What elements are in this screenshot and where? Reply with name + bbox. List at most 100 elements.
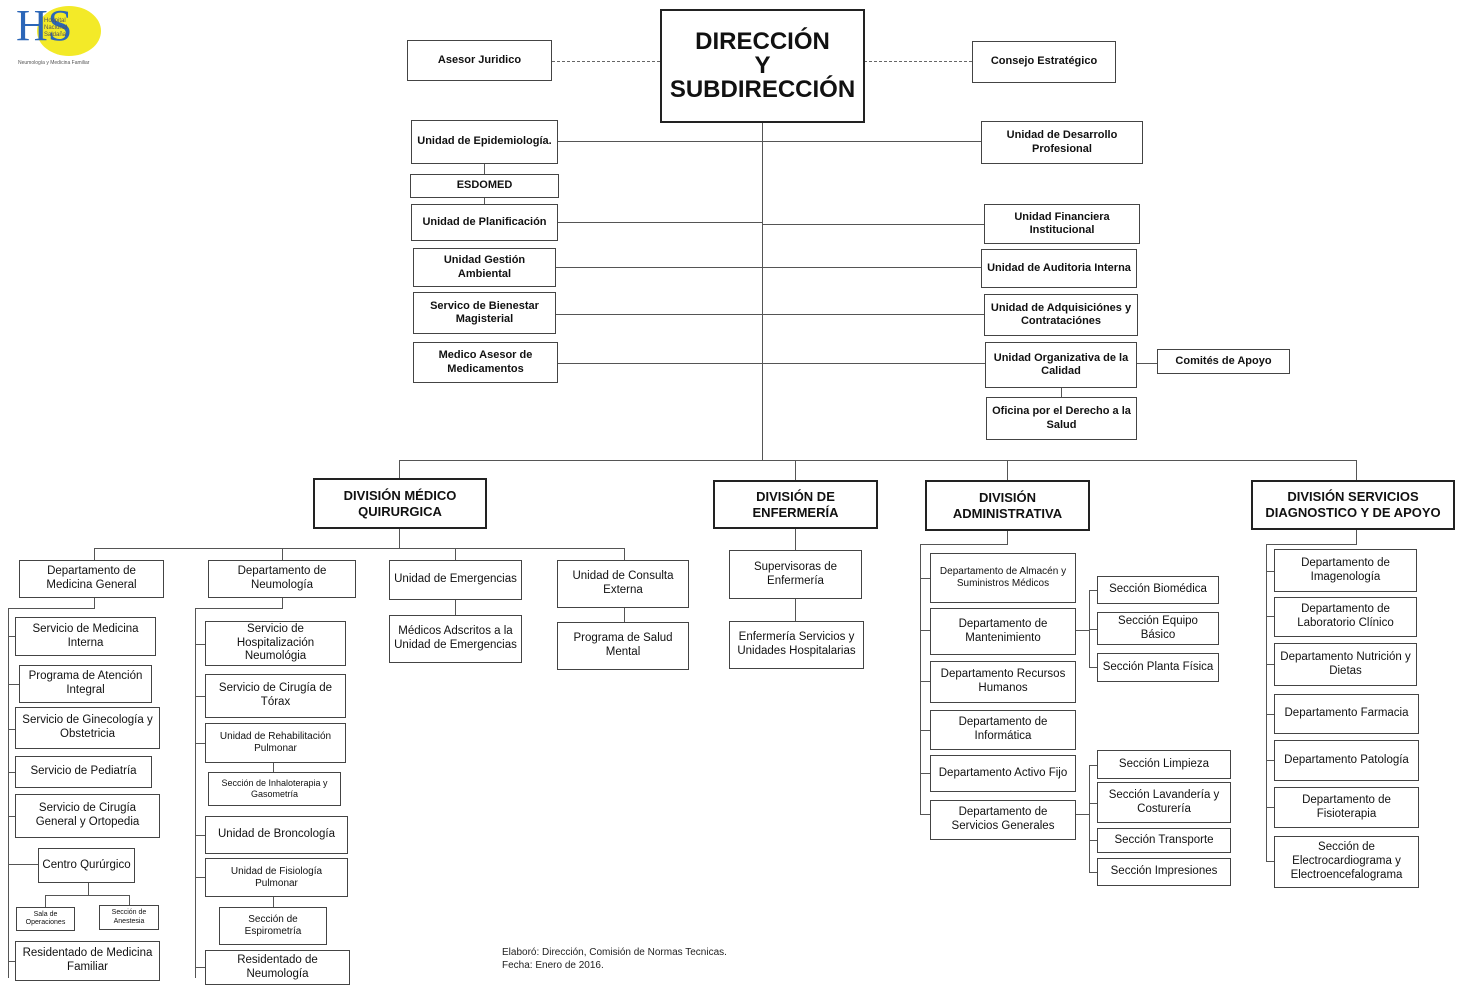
department-box: Departamento de Almacén y Suministros Mé… — [930, 553, 1076, 603]
connector — [1266, 616, 1274, 618]
division-administrativa: DIVISIÓN ADMINISTRATIVA — [925, 480, 1090, 531]
connector — [763, 314, 984, 316]
connector — [273, 897, 275, 907]
department-box: Unidad de Emergencias — [389, 560, 522, 600]
connector — [282, 548, 284, 560]
connector — [8, 636, 15, 638]
section-box: Sección Planta Física — [1097, 653, 1219, 682]
staff-unit-left: ESDOMED — [410, 174, 559, 198]
connector — [1266, 544, 1268, 862]
connector — [1089, 629, 1097, 631]
connector — [94, 598, 96, 609]
connector — [45, 895, 47, 907]
service-box: Servicio de Ginecología y Obstetricia — [15, 707, 160, 749]
logo-name-line: Nacional — [44, 24, 68, 31]
connector — [1266, 571, 1274, 573]
connector — [920, 544, 922, 814]
department-box: Departamento de Neumología — [208, 560, 356, 598]
service-box: Sección de Inhaloterapia y Gasometría — [208, 772, 341, 806]
legal-advisor-box: Asesor Juridico — [407, 40, 552, 81]
connector — [195, 696, 205, 698]
connector — [45, 895, 130, 897]
connector — [1356, 460, 1358, 480]
support-committees-box: Comités de Apoyo — [1157, 349, 1290, 374]
connector — [8, 608, 95, 610]
connector — [1266, 544, 1357, 546]
staff-unit-left: Unidad de Epidemiología. — [411, 120, 558, 164]
connector — [920, 730, 930, 732]
connector — [399, 460, 1357, 462]
connector — [762, 122, 764, 460]
service-box: Unidad de Fisiología Pulmonar — [205, 858, 348, 897]
section-box: Sección Lavandería y Costurería — [1097, 782, 1231, 823]
section-box: Sección Biomédica — [1097, 576, 1219, 604]
footer-note: Elaboró: Dirección, Comisión de Normas T… — [502, 947, 727, 972]
staff-unit-right: Oficina por el Derecho a la Salud — [986, 397, 1137, 440]
staff-unit-right: Unidad Organizativa de la Calidad — [985, 342, 1137, 388]
connector — [8, 864, 38, 866]
section-box: Sección Impresiones — [1097, 858, 1231, 886]
connector — [763, 141, 981, 143]
direction-box: DIRECCIÓN Y SUBDIRECCIÓN — [660, 9, 865, 123]
connector — [1266, 714, 1274, 716]
connector — [795, 460, 797, 480]
connector — [1266, 861, 1274, 863]
connector — [1089, 872, 1097, 874]
service-box: Servicio de Hospitalización Neumológia — [205, 621, 346, 666]
connector — [455, 548, 457, 560]
connector — [195, 608, 197, 978]
service-box: Servicio de Cirugía de Tórax — [205, 674, 346, 718]
department-box: Departamento de Medicina General — [19, 560, 164, 598]
connector — [1076, 630, 1090, 632]
connector — [1137, 363, 1157, 365]
connector — [763, 224, 984, 226]
staff-unit-right: Unidad de Auditoria Interna — [981, 249, 1137, 288]
department-box: Departamento Nutrición y Dietas — [1274, 643, 1417, 686]
connector — [1089, 590, 1091, 667]
connector — [1089, 803, 1097, 805]
connector — [8, 816, 15, 818]
department-box: Departamento de Laboratorio Clínico — [1274, 597, 1417, 637]
service-box: Programa de Salud Mental — [557, 622, 689, 670]
connector — [94, 548, 625, 550]
connector — [763, 363, 985, 365]
connector — [195, 877, 205, 879]
sub-section-box: Sección de Anestesia — [99, 905, 159, 930]
department-box: Departamento de Fisioterapia — [1274, 787, 1419, 828]
service-box: Sección de Espirometría — [219, 907, 327, 945]
connector — [1089, 765, 1097, 767]
service-box: Programa de Atención Integral — [19, 665, 152, 703]
connector — [1076, 814, 1090, 816]
connector — [920, 773, 930, 775]
dashed-connector — [864, 61, 972, 62]
connector — [399, 529, 401, 548]
department-box: Departamento Recursos Humanos — [930, 661, 1076, 703]
connector — [1266, 664, 1274, 666]
connector — [88, 883, 90, 895]
connector — [484, 163, 486, 174]
service-box: Residentado de Medicina Familiar — [15, 941, 160, 981]
section-box: Sección Limpieza — [1097, 750, 1231, 779]
logo-name-line: Hospital — [44, 18, 66, 24]
department-box: Unidad de Consulta Externa — [557, 560, 689, 608]
service-box: Supervisoras de Enfermería — [729, 550, 862, 599]
department-box: Departamento Patología — [1274, 740, 1419, 781]
department-box: Departamento de Imagenología — [1274, 549, 1417, 592]
connector — [558, 222, 763, 224]
connector — [195, 743, 205, 745]
dashed-connector — [552, 61, 660, 62]
connector — [624, 608, 626, 622]
connector — [195, 835, 205, 837]
staff-unit-right: Unidad de Adquisiciónes y Contrataciónes — [984, 294, 1138, 336]
connector — [282, 598, 284, 608]
connector — [920, 578, 930, 580]
connector — [920, 630, 930, 632]
sub-section-box: Sala de Operaciones — [16, 907, 75, 931]
department-box: Departamento de Servicios Generales — [930, 800, 1076, 840]
connector — [1061, 388, 1063, 397]
logo-tagline: Neumología y Medicina Familiar — [18, 60, 90, 66]
staff-unit-right: Unidad Financiera Institucional — [984, 204, 1140, 244]
connector — [795, 528, 797, 550]
connector — [556, 267, 763, 269]
connector — [8, 729, 15, 731]
